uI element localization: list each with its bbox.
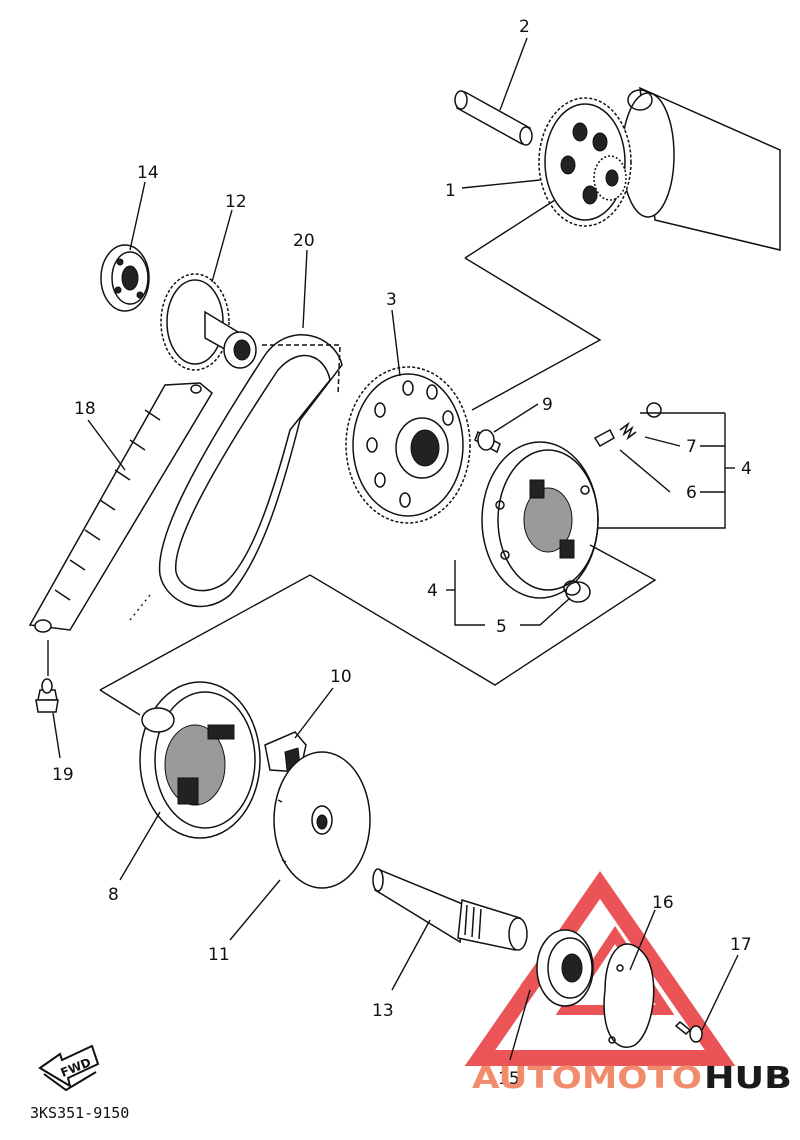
callout-20: 20 (293, 231, 315, 251)
part-18-chain-guide (28, 382, 213, 633)
part-11-plate (273, 751, 371, 889)
callout-17: 17 (730, 935, 752, 955)
part-9-bolt (474, 429, 501, 454)
callout-7: 7 (686, 437, 697, 457)
callout-labels: 2 1 14 12 20 3 9 18 7 4 6 4 5 10 19 8 16… (52, 17, 752, 1089)
callout-2: 2 (519, 17, 530, 37)
callout-15: 15 (498, 1069, 520, 1089)
part-12-gear (160, 273, 257, 371)
automotohub-watermark: AUTOMOTO HUB (472, 1061, 792, 1096)
forward-direction-arrow: FWD (38, 1044, 100, 1092)
callout-4a: 4 (741, 459, 752, 479)
part-3-sprocket-gear (345, 366, 471, 524)
callout-8: 8 (108, 885, 119, 905)
part-16-retainer-plate (603, 943, 655, 1048)
part-17-screw (674, 1020, 703, 1043)
callout-11: 11 (208, 945, 230, 965)
part-4-starter-clutch (481, 441, 599, 599)
callout-5: 5 (496, 617, 507, 637)
callout-6: 6 (686, 483, 697, 503)
part-2-shaft (454, 90, 533, 146)
part-14-bearing (100, 244, 150, 312)
callout-10: 10 (330, 667, 352, 687)
part-6-plunger (593, 428, 615, 448)
callout-16: 16 (652, 893, 674, 913)
part-20-chain (158, 334, 343, 608)
part-8-clutch-housing (139, 681, 261, 839)
callout-12: 12 (225, 192, 247, 212)
watermark-text-secondary: HUB (704, 1061, 792, 1096)
starter-motor-body (621, 86, 781, 251)
callout-19: 19 (52, 765, 74, 785)
part-19-bolt (35, 678, 59, 713)
leader-lines (47, 37, 739, 1061)
part-7-spring (619, 402, 662, 441)
part-13-shaft (372, 868, 528, 951)
callout-13: 13 (372, 1001, 394, 1021)
part-1-idler-gear (538, 97, 632, 227)
part-5-roller (563, 580, 591, 603)
callout-14: 14 (137, 163, 159, 183)
diagram-code: 3KS351-9150 (30, 1104, 129, 1122)
callout-18: 18 (74, 399, 96, 419)
callout-9: 9 (542, 395, 553, 415)
part-15-bearing (536, 929, 594, 1007)
callout-4b: 4 (427, 581, 438, 601)
watermark-text-primary: AUTOMOTO (472, 1061, 702, 1096)
callout-1: 1 (445, 181, 456, 201)
callout-3: 3 (386, 290, 397, 310)
